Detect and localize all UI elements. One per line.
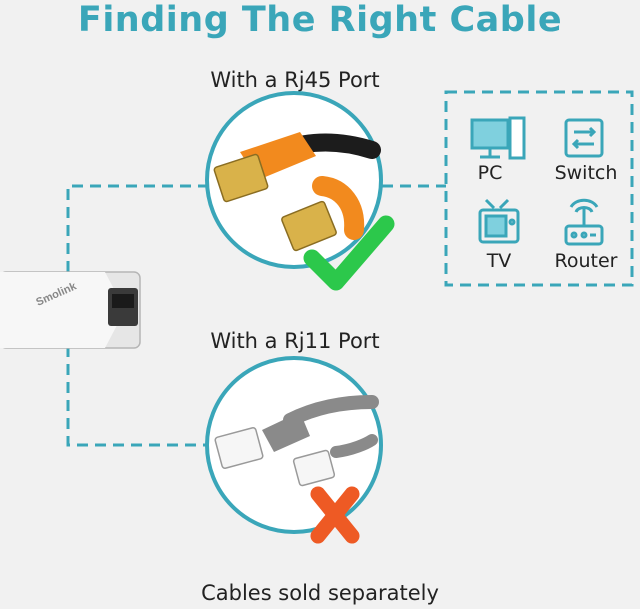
- device-label-router: Router: [554, 250, 618, 272]
- device-label-switch: Switch: [554, 162, 618, 184]
- pc-icon: [470, 116, 526, 160]
- clear-plug-lower: [292, 449, 336, 487]
- connector-lines: [66, 90, 634, 447]
- device-label-pc: PC: [477, 162, 503, 184]
- switch-icon: [564, 118, 604, 158]
- rj45-connector-line: [66, 184, 206, 272]
- rj11-label: With a Rj11 Port: [210, 329, 380, 353]
- tv-icon: [478, 198, 520, 244]
- check-icon: [303, 215, 395, 291]
- device-label-tv: TV: [486, 250, 512, 272]
- grey-cable-lower: [330, 434, 378, 458]
- rj45-circle: [205, 91, 395, 291]
- gold-plug-lower: [281, 200, 337, 252]
- router-icon: [564, 198, 604, 246]
- adapter-coupler: [0, 271, 141, 349]
- footer-note: Cables sold separately: [201, 581, 439, 605]
- gold-plug-upper: [213, 153, 269, 203]
- clear-plug-upper: [214, 427, 264, 469]
- cross-icon: [310, 486, 360, 544]
- page-title: Finding The Right Cable: [77, 0, 563, 40]
- orange-cable: [312, 176, 365, 240]
- devices-box: [444, 90, 634, 287]
- rj45-label: With a Rj45 Port: [210, 68, 380, 92]
- grey-boot: [262, 412, 310, 452]
- rj11-circle: [205, 356, 383, 544]
- rj11-connector-line: [66, 346, 206, 447]
- devices-icons: [470, 116, 604, 246]
